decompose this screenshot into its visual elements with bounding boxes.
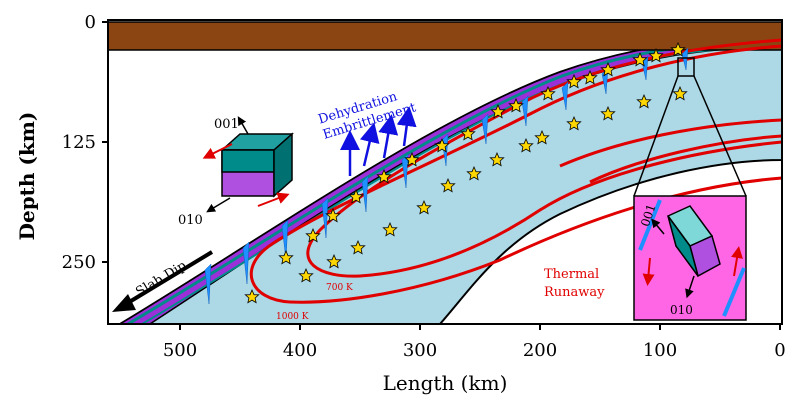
earthquake-star	[670, 41, 686, 57]
y-axis-label: Depth (km)	[15, 112, 39, 241]
earthquake-star	[600, 61, 616, 77]
thermal-runaway-line1: Thermal	[544, 267, 599, 282]
earthquake-star	[600, 105, 616, 121]
plot-frame	[107, 19, 783, 325]
earthquake-star	[325, 207, 341, 223]
earthquake-star	[326, 253, 342, 269]
earthquake-star	[534, 129, 550, 145]
crystal-010-label: 010	[178, 213, 203, 228]
earthquake-star	[434, 137, 450, 153]
earthquake-stars	[244, 41, 688, 304]
x-axis: 500 400 300 200 100 0	[163, 324, 786, 361]
x-tick-label: 0	[774, 340, 785, 361]
earthquake-star	[672, 85, 688, 101]
earthquake-star	[508, 97, 524, 113]
earthquake-star	[305, 227, 321, 243]
x-axis-label: Length (km)	[383, 371, 508, 395]
dehydration-arrows	[340, 106, 417, 176]
earthquake-star	[416, 199, 432, 215]
crystal-diagram: 001 010	[178, 116, 294, 228]
earthquake-star	[540, 85, 556, 101]
earthquake-star	[566, 115, 582, 131]
inset-panel: 001 010	[633, 195, 747, 321]
earthquake-star	[566, 73, 582, 89]
thermal-runaway-line2: Runaway	[544, 285, 605, 300]
earthquake-star	[490, 103, 506, 119]
earthquake-star	[404, 151, 420, 167]
zoom-box	[677, 57, 695, 77]
x-tick-label: 300	[403, 340, 437, 361]
isotherm-1000	[249, 44, 782, 304]
inset-001-label: 001	[638, 202, 658, 228]
earthquake-star	[518, 137, 534, 153]
inset-010-label: 010	[670, 303, 693, 317]
y-tick-label: 250	[62, 252, 96, 273]
earthquake-star	[648, 47, 664, 63]
plot-area: 700 K 1000 K Dehydration Embrittlement 0…	[108, 20, 782, 324]
isotherm-inner	[559, 118, 782, 168]
crystal-001-label: 001	[214, 117, 239, 132]
y-tick-label: 0	[85, 12, 96, 33]
y-tick-label: 125	[62, 132, 96, 153]
isotherm-inner-2	[589, 134, 782, 184]
earthquake-star	[244, 288, 260, 304]
earthquake-star	[350, 239, 366, 255]
earthquake-star	[636, 93, 652, 109]
x-tick-label: 400	[283, 340, 317, 361]
earthquake-star	[440, 177, 456, 193]
isotherm-700-label: 700 K	[326, 283, 353, 293]
earthquake-star	[376, 168, 392, 184]
earthquake-star	[278, 249, 294, 265]
crust-stripe-lower	[141, 45, 782, 324]
fault-slivers	[204, 47, 689, 305]
x-tick-label: 100	[643, 340, 677, 361]
x-tick-label: 200	[523, 340, 557, 361]
earthquake-star	[298, 267, 314, 283]
earthquake-star	[348, 188, 364, 204]
earthquake-star	[460, 125, 476, 141]
isotherm-1000-label: 1000 K	[276, 312, 309, 322]
earthquake-star	[582, 69, 598, 85]
earthquake-star	[632, 51, 648, 67]
overriding-lithosphere	[108, 21, 782, 51]
earthquake-star	[382, 221, 398, 237]
earthquake-star	[466, 165, 482, 181]
earthquake-star	[489, 151, 505, 167]
y-axis: 0 125 250	[62, 12, 108, 273]
x-tick-label: 500	[163, 340, 197, 361]
